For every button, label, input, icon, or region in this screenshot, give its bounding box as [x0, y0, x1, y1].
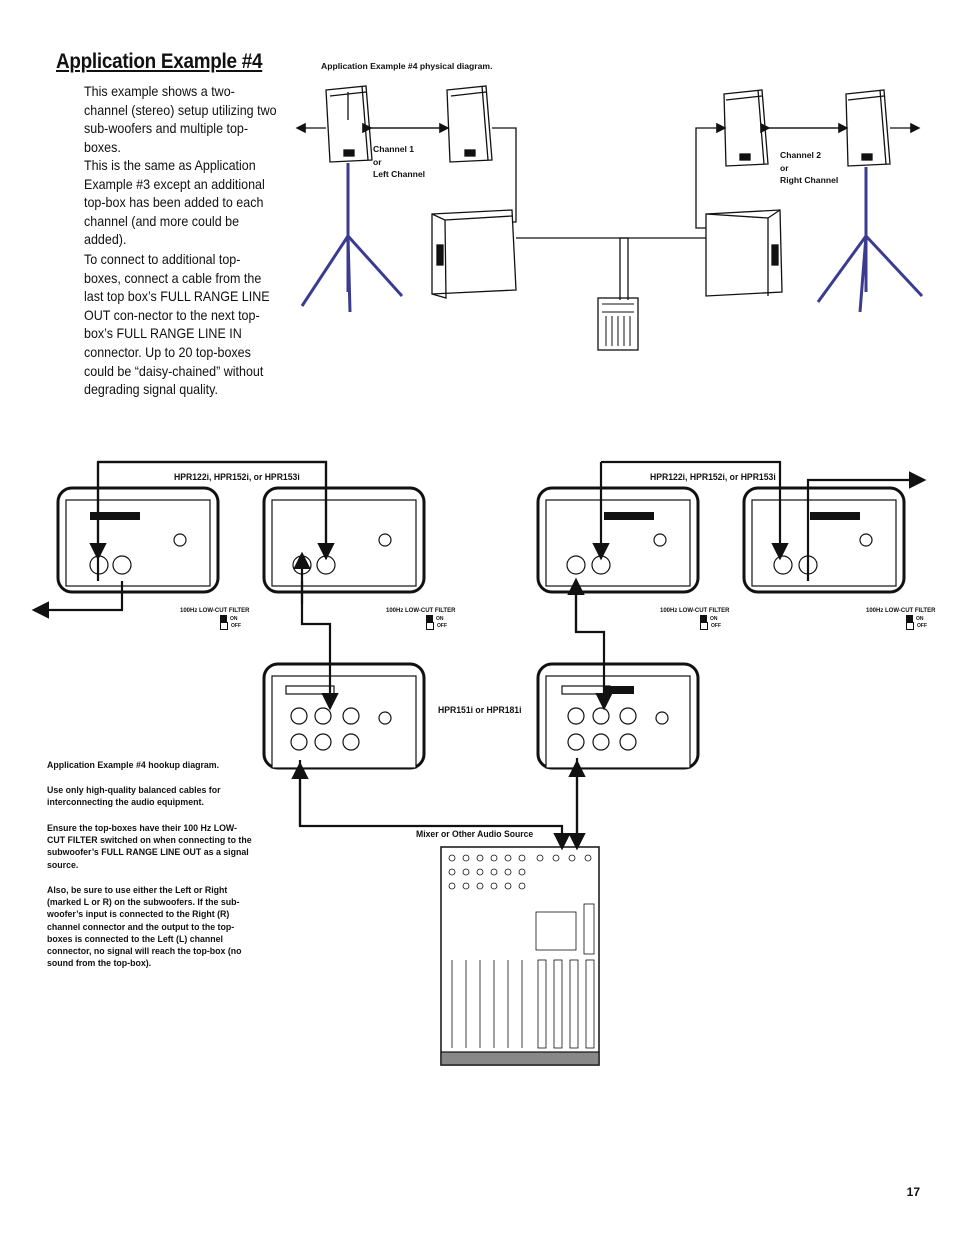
- channel2-line3: Right Channel: [780, 175, 839, 185]
- channel1-line2: or: [373, 156, 382, 167]
- topbox-panel: [742, 486, 906, 594]
- physical-diagram: [295, 85, 924, 351]
- channel1-label: Channel 1 or Left Channel: [373, 143, 425, 181]
- channel2-label: Channel 2 or Right Channel: [780, 149, 838, 187]
- hookup-note-1: Use only high-quality balanced cables fo…: [47, 785, 221, 808]
- filter-off-text: OFF: [231, 623, 241, 629]
- switch-off-icon: [426, 622, 434, 630]
- switch-off-icon: [700, 622, 708, 630]
- filter-off-text: OFF: [711, 623, 721, 629]
- topbox-speaker-icon: [325, 85, 373, 163]
- topbox-speaker-icon: [845, 89, 891, 167]
- speaker-stand-icon: [300, 163, 404, 313]
- topbox-speaker-icon: [446, 85, 493, 163]
- subwoofer-icon: [431, 209, 517, 299]
- channel1-line1: Channel 1: [373, 144, 415, 154]
- filter-label: 100Hz LOW-CUT FILTER: [386, 608, 456, 614]
- mixer-icon: [440, 846, 600, 1066]
- intro-paragraph-2: This is the same as Application Example …: [84, 158, 265, 248]
- physical-diagram-caption: Application Example #4 physical diagram.: [321, 61, 493, 71]
- filter-label: 100Hz LOW-CUT FILTER: [866, 608, 936, 614]
- hookup-note-2: Ensure the top-boxes have their 100 Hz L…: [47, 823, 252, 870]
- filter-on-text: ON: [710, 615, 718, 622]
- hookup-caption: Application Example #4 hookup diagram.: [47, 760, 220, 770]
- intro-paragraph-1: This example shows a two-channel (stereo…: [84, 84, 277, 155]
- filter-on-text: ON: [230, 615, 238, 622]
- switch-off-icon: [906, 622, 914, 630]
- switch-off-icon: [220, 622, 228, 630]
- filter-label: 100Hz LOW-CUT FILTER: [660, 608, 730, 614]
- mixer-label: Mixer or Other Audio Source: [416, 829, 534, 840]
- topbox-panel: [56, 486, 220, 594]
- switch-on-icon: [426, 615, 433, 622]
- switch-on-icon: [700, 615, 707, 622]
- channel1-line3: Left Channel: [373, 169, 426, 179]
- hookup-note-3: Also, be sure to use either the Left or …: [47, 885, 242, 969]
- filter-on-text: ON: [436, 615, 444, 622]
- filter-off-text: OFF: [917, 623, 927, 629]
- filter-block-1: 100Hz LOW-CUT FILTER ON OFF: [180, 608, 249, 630]
- speaker-stand-icon: [816, 167, 924, 313]
- mixer-small-icon: [597, 297, 639, 351]
- subwoofer-panel: [536, 662, 700, 770]
- filter-off-text: OFF: [437, 623, 447, 629]
- topbox-panel: [536, 486, 700, 594]
- filter-block-2: 100Hz LOW-CUT FILTER ON OFF: [386, 608, 455, 630]
- filter-label: 100Hz LOW-CUT FILTER: [180, 608, 250, 614]
- intro-paragraph-3: To connect to additional top-boxes, conn…: [84, 252, 270, 398]
- topbox-speaker-icon: [723, 89, 769, 167]
- topbox-label-right: HPR122i, HPR152i, or HPR153i: [650, 472, 776, 483]
- filter-block-3: 100Hz LOW-CUT FILTER ON OFF: [660, 608, 729, 630]
- filter-block-4: 100Hz LOW-CUT FILTER ON OFF: [866, 608, 935, 630]
- topbox-panel: [262, 486, 426, 594]
- channel2-line2: or: [780, 162, 789, 173]
- sub-label: HPR151i or HPR181i: [438, 705, 522, 716]
- switch-on-icon: [906, 615, 913, 622]
- channel2-line1: Channel 2: [780, 150, 822, 160]
- hookup-diagram: [31, 460, 927, 1066]
- filter-on-text: ON: [916, 615, 924, 622]
- switch-on-icon: [220, 615, 227, 622]
- page-number: 17: [906, 1185, 920, 1199]
- subwoofer-icon: [705, 209, 783, 297]
- page-title: Application Example #4: [56, 50, 263, 73]
- topbox-label-left: HPR122i, HPR152i, or HPR153i: [174, 472, 300, 483]
- subwoofer-panel: [262, 662, 426, 770]
